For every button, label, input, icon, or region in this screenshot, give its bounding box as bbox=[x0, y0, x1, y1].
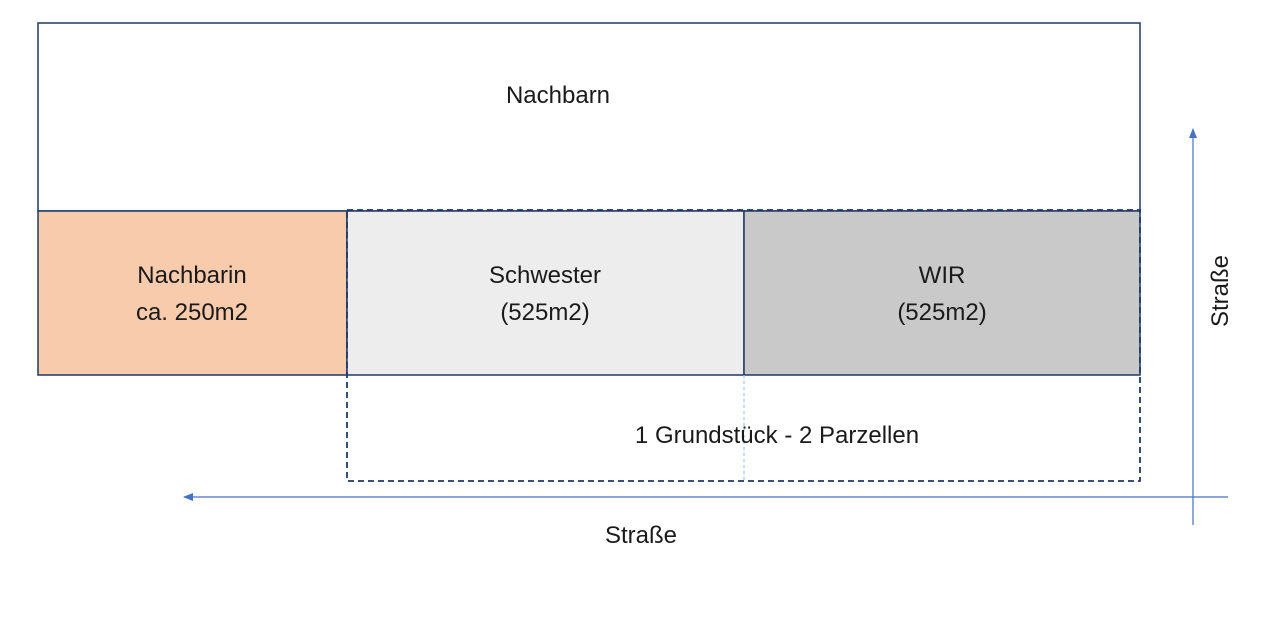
parcel-nachbarn bbox=[37, 22, 1141, 212]
grundstueck-outline bbox=[346, 209, 1141, 482]
parcel-nachbarn-label: Nachbarn bbox=[506, 82, 610, 109]
street-bottom-label: Straße bbox=[605, 522, 677, 549]
parcel-wir-area: (525m2) bbox=[897, 299, 986, 326]
parcel-schwester-area: (525m2) bbox=[500, 299, 589, 326]
grundstueck-label: 1 Grundstück - 2 Parzellen bbox=[635, 422, 919, 449]
parcel-nachbarin-area: ca. 250m2 bbox=[136, 299, 248, 326]
parcel-schwester bbox=[346, 210, 745, 376]
parcel-nachbarin-name: Nachbarin bbox=[137, 262, 246, 289]
parcel-nachbarin bbox=[37, 210, 348, 376]
parcel-wir-name: WIR bbox=[919, 262, 966, 289]
street-right-label: Straße bbox=[1207, 255, 1234, 327]
parcel-schwester-name: Schwester bbox=[489, 262, 601, 289]
parcel-wir bbox=[743, 210, 1141, 376]
